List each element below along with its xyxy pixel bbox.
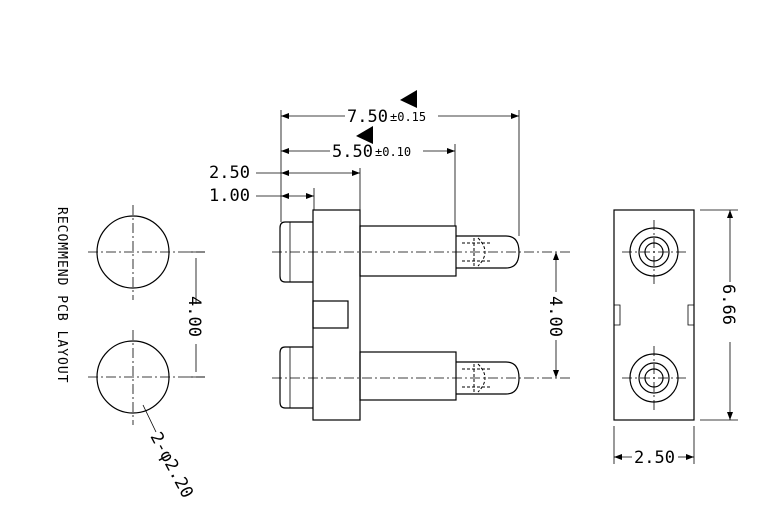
pcb-pitch-label: 4.00 [184,296,204,337]
pcb-layout-view: RECOMMEND PCB LAYOUT 4.00 2-φ2.20 [54,205,205,502]
center-post [312,300,349,329]
overall-length-label: 7.50 [347,107,388,127]
body-offset-label: 2.50 [209,163,250,183]
pin-barrel-bottom [359,351,457,401]
pin-length-tolerance: ±0.10 [375,145,411,159]
end-view: 6.66 2.50 [613,209,738,468]
pin-barrel-top [359,225,457,277]
flange-offset-label: 1.00 [209,186,250,206]
side-pitch-label: 4.00 [545,296,565,337]
side-view: 7.50 ±0.15 5.50 ±0.10 2.50 1.00 [209,90,570,421]
end-height-label: 6.66 [718,284,738,325]
end-width-label: 2.50 [634,448,675,468]
pin-length-label: 5.50 [332,142,373,162]
connector-body [312,209,361,421]
end-view-body [613,209,695,421]
overall-length-tolerance: ±0.15 [390,110,426,124]
pcb-layout-title: RECOMMEND PCB LAYOUT [54,207,69,384]
pcb-hole-note: 2-φ2.20 [146,429,197,502]
